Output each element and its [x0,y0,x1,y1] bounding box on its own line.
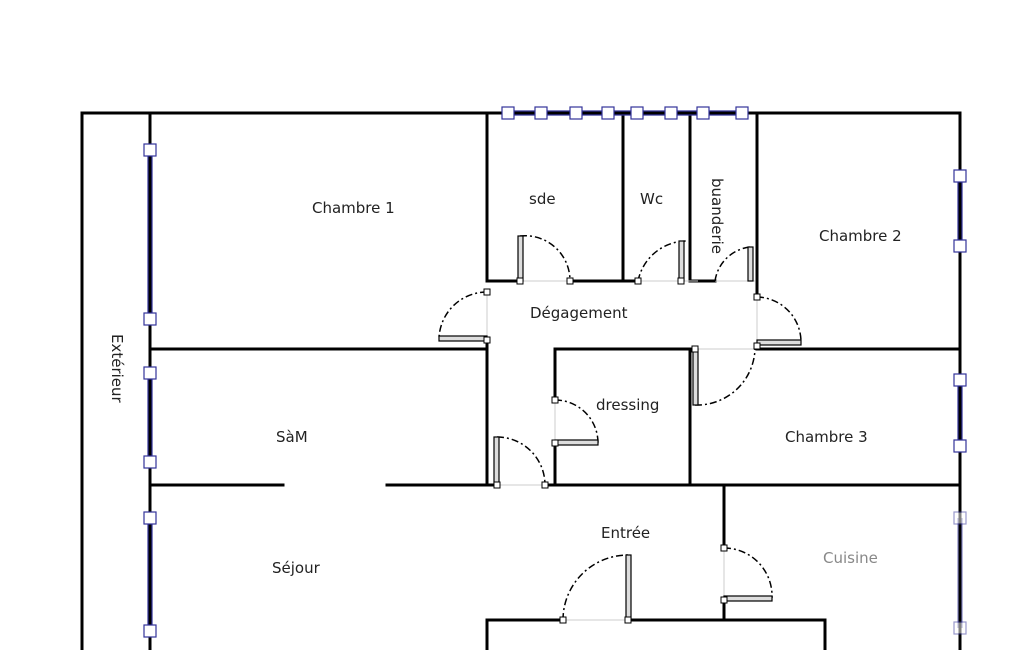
room-labels: Chambre 1 sde Wc buanderie Chambre 2 Dég… [108,178,902,577]
room-label-sam: SàM [276,428,308,446]
room-label-entree: Entrée [601,524,650,542]
room-label-chambre2: Chambre 2 [819,227,902,245]
room-label-degagement: Dégagement [530,304,628,322]
door-thresholds [486,280,758,621]
room-label-exterieur: Extérieur [108,334,126,404]
doors [438,234,802,624]
room-label-sde: sde [529,190,556,208]
walls [80,111,962,650]
room-label-dressing: dressing [596,396,659,414]
room-label-chambre1: Chambre 1 [312,199,395,217]
windows [143,106,967,638]
room-label-sejour: Séjour [272,559,321,577]
room-label-wc: Wc [640,190,663,208]
room-label-buanderie: buanderie [708,178,726,254]
room-label-chambre3: Chambre 3 [785,428,868,446]
room-label-cuisine: Cuisine [823,549,878,567]
